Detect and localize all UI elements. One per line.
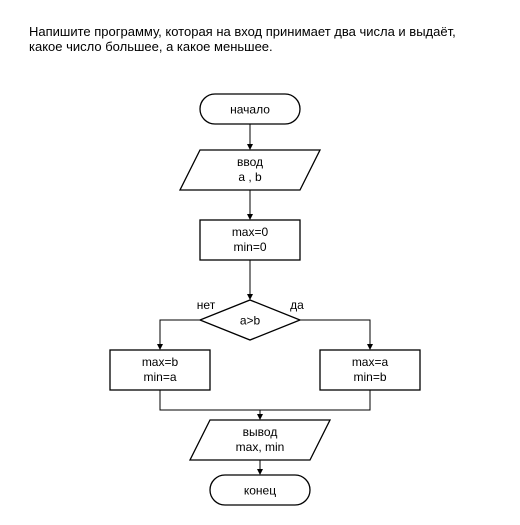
- input-parallelogram: [178, 149, 322, 191]
- edge-merge-left: [159, 390, 260, 411]
- input-label-1: ввод: [237, 155, 263, 169]
- end-terminator: [209, 474, 311, 506]
- output-label-1: вывод: [243, 425, 278, 439]
- no-block-label-1: max=b: [142, 355, 179, 369]
- yes-block-label-1: max=a: [352, 355, 389, 369]
- condition-diamond: [198, 299, 302, 341]
- end-label: конец: [244, 484, 276, 498]
- no-branch-process: [109, 349, 211, 391]
- start-label: начало: [230, 103, 270, 117]
- no-block-label-2: min=a: [143, 370, 176, 384]
- init-label-1: max=0: [232, 225, 269, 239]
- edge-yes-branch: [300, 319, 373, 350]
- edge-no-branch: [157, 319, 200, 350]
- edge-merge-right: [260, 390, 371, 411]
- input-label-2: a , b: [238, 170, 262, 184]
- task-text: Напишите программу, которая на вход прин…: [29, 24, 456, 54]
- branch-no-label: нет: [197, 298, 216, 312]
- init-process: [199, 219, 301, 261]
- branch-yes-label: да: [290, 298, 304, 312]
- init-label-2: min=0: [233, 240, 266, 254]
- output-label-2: max, min: [236, 440, 285, 454]
- yes-block-label-2: min=b: [353, 370, 386, 384]
- condition-label: a>b: [240, 314, 261, 328]
- yes-branch-process: [319, 349, 421, 391]
- output-parallelogram: [188, 419, 332, 461]
